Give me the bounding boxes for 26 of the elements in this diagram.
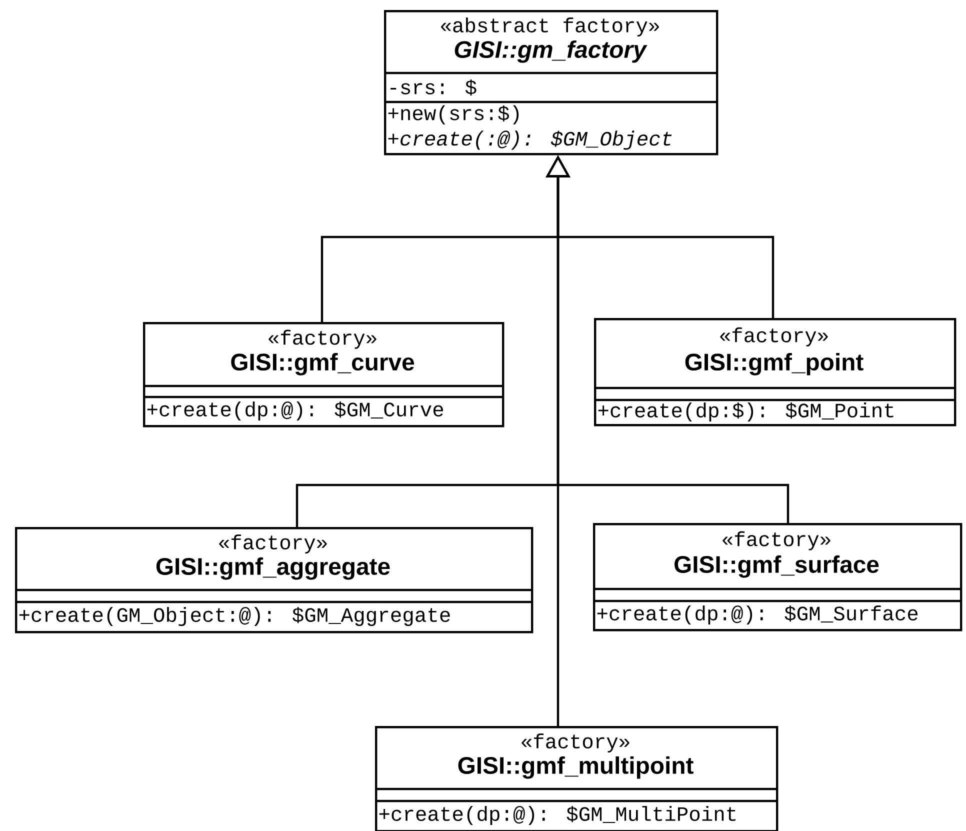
stereotype-label: «factory» xyxy=(268,330,376,349)
operation-text: +create(dp:@): $GM_Curve xyxy=(147,401,444,421)
stereotype-label: «factory» xyxy=(522,733,630,752)
operation-text: +create(:@): $GM_Object xyxy=(388,130,672,150)
operation-text: +create(GM_Object:@): $GM_Aggregate xyxy=(19,606,450,626)
operation-text: +new(srs:$) xyxy=(388,105,519,124)
class-name: GISI::gmf_point xyxy=(685,353,864,376)
class-box xyxy=(375,726,778,831)
attribute-text: -srs: $ xyxy=(390,79,476,96)
stereotype-label: «factory» xyxy=(720,327,828,346)
class-box xyxy=(593,523,962,632)
stereotype-label: «abstract factory» xyxy=(440,17,659,37)
class-name: GISI::gm_factory xyxy=(454,40,648,63)
operation-text: +create(dp:@): $GM_Surface xyxy=(597,605,918,624)
class-box xyxy=(594,318,956,426)
class-name: GISI::gmf_multipoint xyxy=(458,756,694,779)
class-box xyxy=(15,527,534,634)
operation-text: +create(dp:@): $GM_MultiPoint xyxy=(379,806,736,825)
class-name: GISI::gmf_aggregate xyxy=(156,557,390,580)
stereotype-label: «factory» xyxy=(219,534,327,554)
stereotype-label: «factory» xyxy=(722,531,830,550)
class-box xyxy=(143,322,504,428)
class-name: GISI::gmf_surface xyxy=(674,555,879,578)
operation-text: +create(dp:$): $GM_Point xyxy=(598,402,894,422)
class-name: GISI::gmf_curve xyxy=(231,353,414,376)
class-box xyxy=(384,10,718,156)
